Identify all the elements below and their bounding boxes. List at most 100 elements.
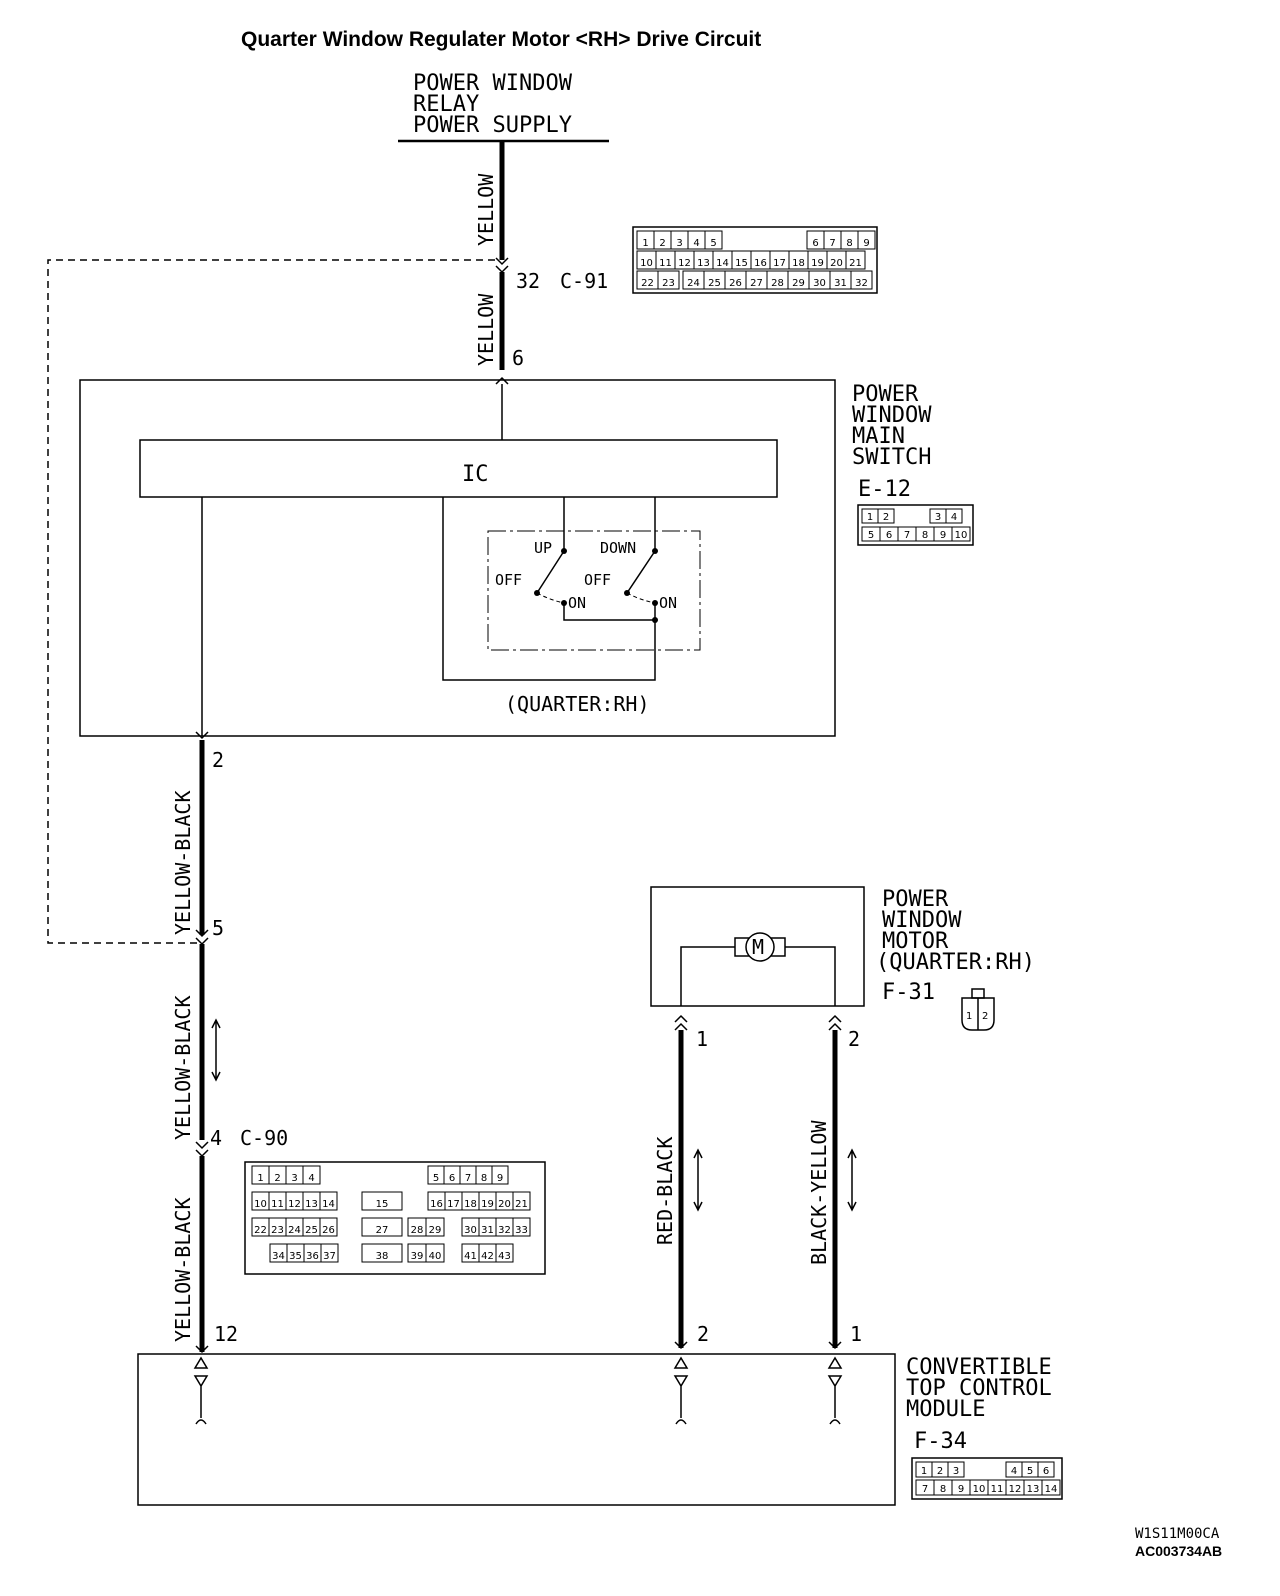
c90-pin-label: 34 <box>272 1251 285 1262</box>
main-switch-connector-id: E-12 <box>858 477 911 502</box>
c90-pin-cell <box>512 1191 531 1211</box>
motor-box <box>650 886 865 1007</box>
main-switch-box <box>79 379 836 737</box>
e12-pin-label: 3 <box>935 512 941 523</box>
up-off-label: OFF <box>495 571 522 589</box>
c90-pin-label: 18 <box>464 1199 477 1210</box>
yellow-wire-mid-label: YELLOW <box>474 293 498 366</box>
c91-pin-cell <box>657 270 680 290</box>
c90-pin-cell <box>361 1217 403 1237</box>
c91-pin-label: 18 <box>792 258 805 269</box>
c91-pin-label: 6 <box>812 238 818 249</box>
c91-pin-label: 7 <box>829 238 835 249</box>
c90-pin-label: 13 <box>305 1199 318 1210</box>
c90-pin-number: 4 <box>210 1126 222 1150</box>
c91-pin-label: 1 <box>642 238 648 249</box>
module-label-line3: MODULE <box>906 1397 985 1422</box>
e12-pin-cell <box>951 526 971 542</box>
c90-pin-cell <box>302 1165 321 1185</box>
module-connector-id: F-34 <box>914 1429 967 1454</box>
c91-pin-label: 25 <box>708 278 721 289</box>
f34-pin-label: 4 <box>1011 1466 1017 1477</box>
c90-pin-label: 37 <box>323 1251 336 1262</box>
main-switch-label-line3: MAIN <box>852 424 905 449</box>
c90-pin-label: 10 <box>254 1199 267 1210</box>
module-pin1-arrow <box>828 1341 842 1350</box>
c90-pin-label: 36 <box>306 1251 319 1262</box>
e12-pin-label: 10 <box>955 530 968 541</box>
f31-connector-face: 1 2 <box>961 988 995 1031</box>
c91-pin-label: 11 <box>659 258 672 269</box>
c91-pin-label: 22 <box>641 278 654 289</box>
motor-symbol <box>745 932 775 962</box>
c91-pin-label: 27 <box>750 278 763 289</box>
c90-pin-label: 31 <box>481 1225 494 1236</box>
e12-pin-label: 9 <box>940 530 946 541</box>
e12-pin-label: 4 <box>951 512 957 523</box>
junction-pin-5: 5 <box>212 916 224 940</box>
module-box <box>137 1353 896 1506</box>
c90-pin-label: 2 <box>274 1173 280 1184</box>
c90-pin-label: 9 <box>497 1173 503 1184</box>
c91-pin-label: 19 <box>811 258 824 269</box>
c90-pin-label: 33 <box>515 1225 528 1236</box>
rb-current-arrow <box>693 1148 703 1212</box>
svg-text:1: 1 <box>966 1011 972 1022</box>
switch-pin-2: 2 <box>212 748 224 772</box>
diagram-code-2: AC003734AB <box>1135 1543 1222 1559</box>
e12-pin-label: 2 <box>883 512 889 523</box>
c90-pin-label: 6 <box>449 1173 455 1184</box>
c91-pin-label: 17 <box>773 258 786 269</box>
main-switch-label-line2: WINDOW <box>852 403 932 428</box>
yellow-wire-top-label: YELLOW <box>474 173 498 246</box>
switch-dashed-enclosure <box>487 530 701 651</box>
up-label: UP <box>534 539 552 557</box>
e12-pin-label: 1 <box>867 512 873 523</box>
c91-pin-label: 20 <box>830 258 843 269</box>
c90-pin-label: 24 <box>288 1225 301 1236</box>
f34-pin-cell <box>947 1461 965 1478</box>
c90-pin-label: 42 <box>481 1251 494 1262</box>
f34-pin-cell <box>1037 1461 1055 1478</box>
c90-pin-label: 20 <box>498 1199 511 1210</box>
c91-pin-label: 4 <box>693 238 699 249</box>
c90-pin-label: 22 <box>254 1225 267 1236</box>
c91-pin-label: 13 <box>697 258 710 269</box>
ic-label: IC <box>462 462 489 487</box>
switch-on-link <box>563 603 656 621</box>
motor-symbol-label: M <box>752 935 764 959</box>
f34-pin-label: 14 <box>1045 1484 1058 1495</box>
c91-pin-label: 31 <box>834 278 847 289</box>
e12-pin-cell <box>945 508 963 524</box>
c91-pin-label: 10 <box>640 258 653 269</box>
c90-pin-label: 3 <box>291 1173 297 1184</box>
c91-pin-label: 21 <box>849 258 862 269</box>
c91-pin-cell <box>704 230 723 250</box>
down-label: DOWN <box>600 539 636 557</box>
c90-pin-label: 12 <box>288 1199 301 1210</box>
c91-pin-label: 32 <box>855 278 868 289</box>
c90-pin-label: 11 <box>271 1199 284 1210</box>
motor-internal-wire <box>680 946 836 1006</box>
c90-connector-symbol <box>195 1141 209 1158</box>
c90-pin-label: 4 <box>308 1173 314 1184</box>
f34-pin-label: 12 <box>1009 1484 1022 1495</box>
motor-pin-2: 2 <box>848 1027 860 1051</box>
c90-pin-label: 35 <box>289 1251 302 1262</box>
c91-pin-label: 8 <box>846 238 852 249</box>
c90-pin-cell <box>319 1217 338 1237</box>
motor-label-line3: MOTOR <box>882 929 949 954</box>
diagram-code-1: W1S11M00CA <box>1135 1526 1220 1542</box>
quarter-rh-label: (QUARTER:RH) <box>505 692 650 716</box>
c91-pin-label: 2 <box>659 238 665 249</box>
c90-pin-label: 1 <box>257 1173 263 1184</box>
c91-connector-id: C-91 <box>560 269 608 293</box>
black-yellow-label: BLACK-YELLOW <box>807 1120 831 1265</box>
dashed-connection <box>47 259 495 944</box>
e12-pin-label: 7 <box>904 530 910 541</box>
c91-pin-label: 12 <box>678 258 691 269</box>
f34-pin-label: 10 <box>973 1484 986 1495</box>
c91-pin-label: 29 <box>792 278 805 289</box>
